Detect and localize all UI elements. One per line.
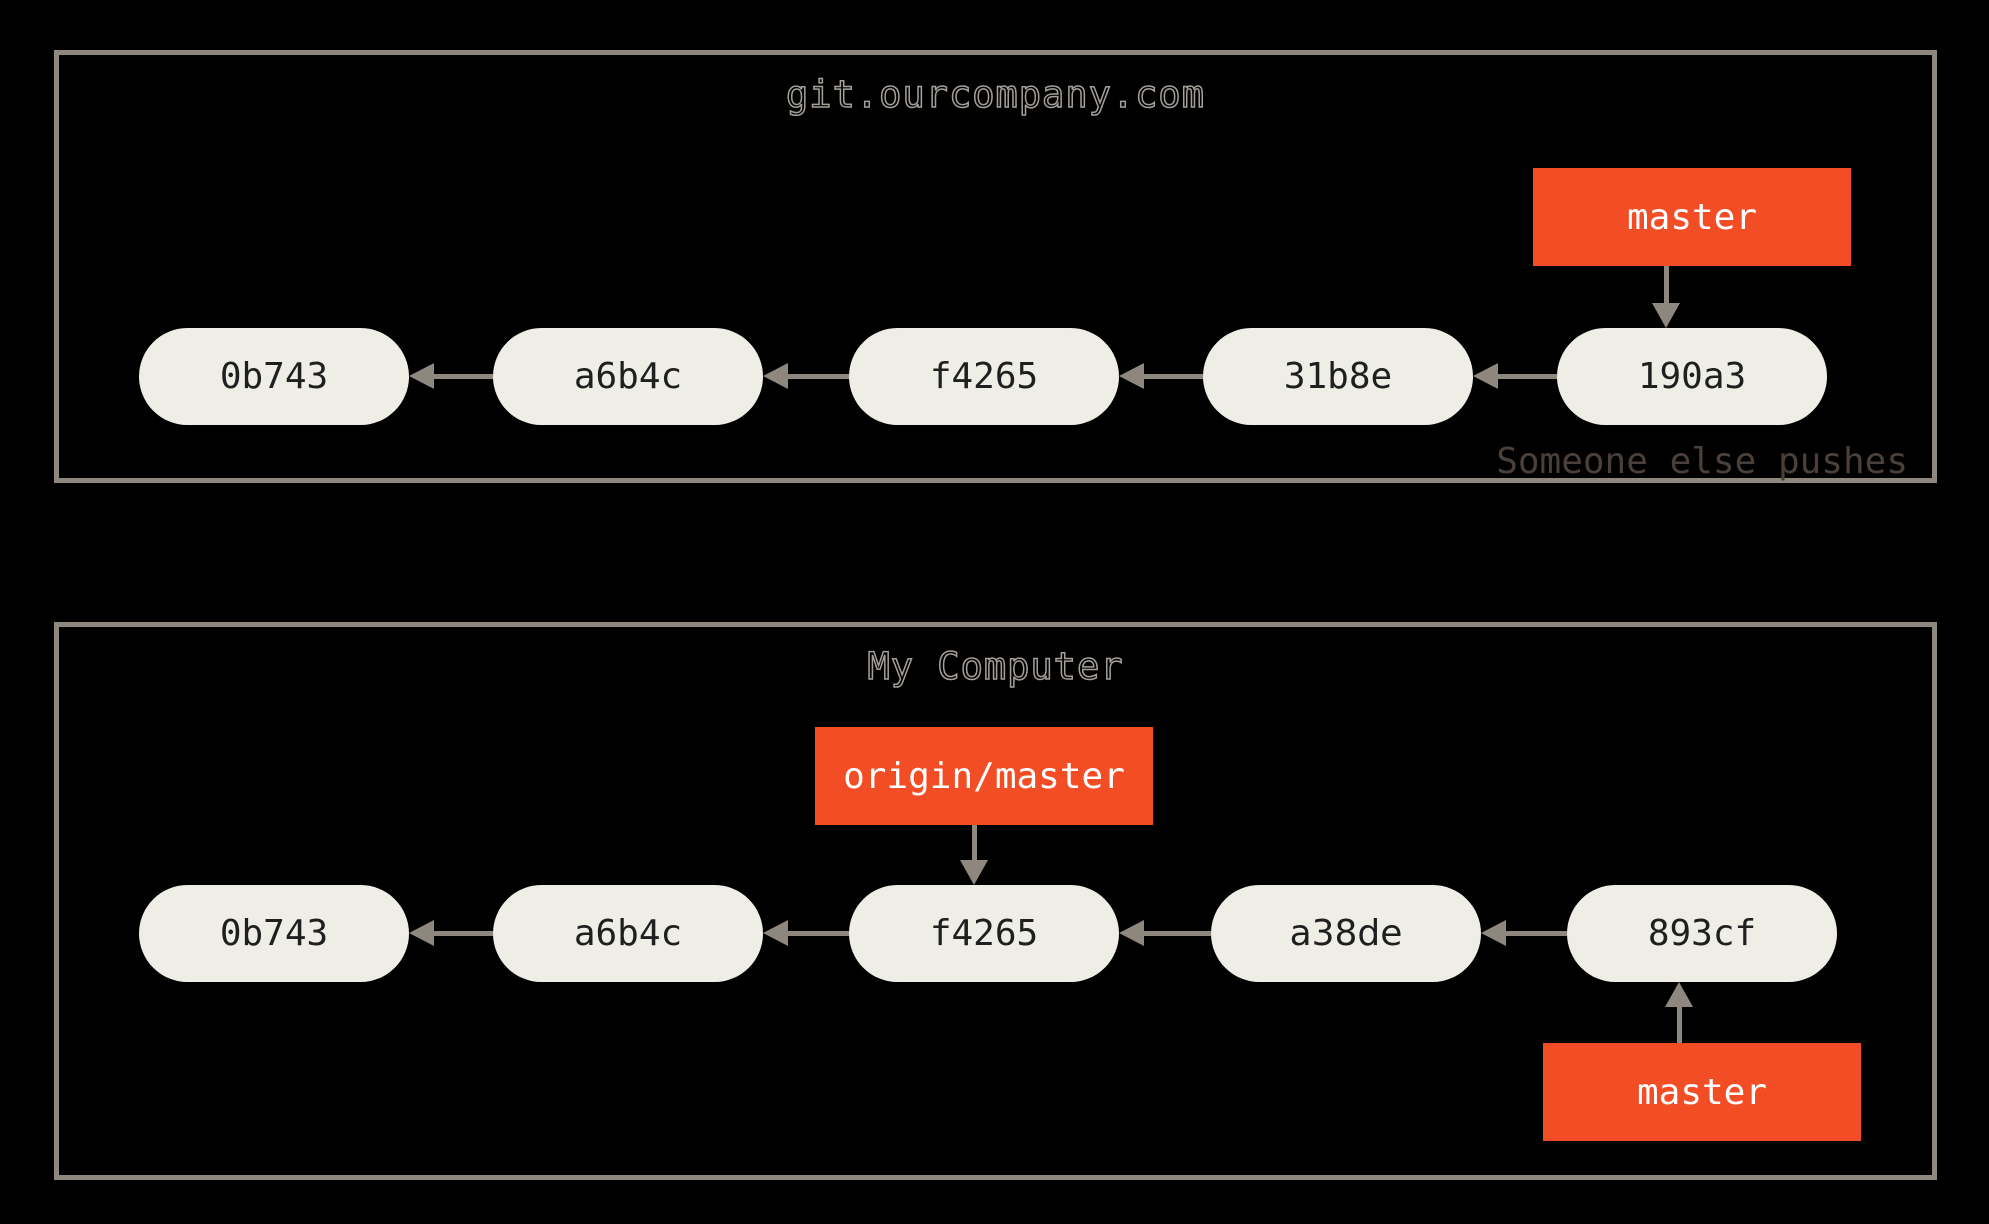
commit-node-remote-190a3: 190a3 — [1557, 328, 1827, 425]
arrow-shaft — [429, 373, 493, 379]
arrow-shaft — [783, 930, 849, 936]
remote-panel-title: git.ourcompany.com — [785, 72, 1205, 117]
parent-arrow-f4265-to-a6b4c — [763, 920, 849, 946]
commit-node-local-0b743: 0b743 — [139, 885, 409, 982]
origin-master-pointer-arrow — [960, 825, 988, 885]
parent-arrow-a38de-to-f4265 — [1119, 920, 1211, 946]
arrow-shaft — [429, 930, 493, 936]
local-panel-title: My Computer — [867, 644, 1124, 689]
arrow-shaft — [1139, 930, 1211, 936]
arrow-shaft — [1139, 373, 1203, 379]
arrowhead-down-icon — [1652, 303, 1680, 328]
parent-arrow-31b8e-to-f4265 — [1119, 363, 1203, 389]
arrow-shaft — [1493, 373, 1557, 379]
arrow-shaft — [971, 825, 977, 865]
commit-node-local-893cf: 893cf — [1567, 885, 1837, 982]
remote-repo-panel: git.ourcompany.com master 0b743 a6b4c f4… — [54, 50, 1937, 483]
someone-else-pushes-annotation: Someone else pushes — [1496, 441, 1908, 482]
commit-node-remote-a6b4c: a6b4c — [493, 328, 763, 425]
parent-arrow-190a3-to-31b8e — [1473, 363, 1557, 389]
commit-node-local-f4265: f4265 — [849, 885, 1119, 982]
parent-arrow-893cf-to-a38de — [1481, 920, 1567, 946]
commit-node-local-a6b4c: a6b4c — [493, 885, 763, 982]
local-master-branch-label: master — [1543, 1043, 1861, 1141]
arrow-shaft — [1676, 1002, 1682, 1043]
commit-node-local-a38de: a38de — [1211, 885, 1481, 982]
arrowhead-down-icon — [960, 860, 988, 885]
parent-arrow-a6b4c-to-0b743 — [409, 920, 493, 946]
local-repo-panel: My Computer origin/master 0b743 a6b4c f4… — [54, 622, 1937, 1180]
arrow-shaft — [1663, 266, 1669, 308]
parent-arrow-a6b4c-to-0b743 — [409, 363, 493, 389]
commit-node-remote-31b8e: 31b8e — [1203, 328, 1473, 425]
commit-node-remote-f4265: f4265 — [849, 328, 1119, 425]
local-master-pointer-arrow — [1665, 982, 1693, 1043]
arrow-shaft — [1501, 930, 1567, 936]
parent-arrow-f4265-to-a6b4c — [763, 363, 849, 389]
remote-master-branch-label: master — [1533, 168, 1851, 266]
commit-node-remote-0b743: 0b743 — [139, 328, 409, 425]
branch-pointer-arrow — [1652, 266, 1680, 328]
origin-master-tracking-label: origin/master — [815, 727, 1153, 825]
arrow-shaft — [783, 373, 849, 379]
